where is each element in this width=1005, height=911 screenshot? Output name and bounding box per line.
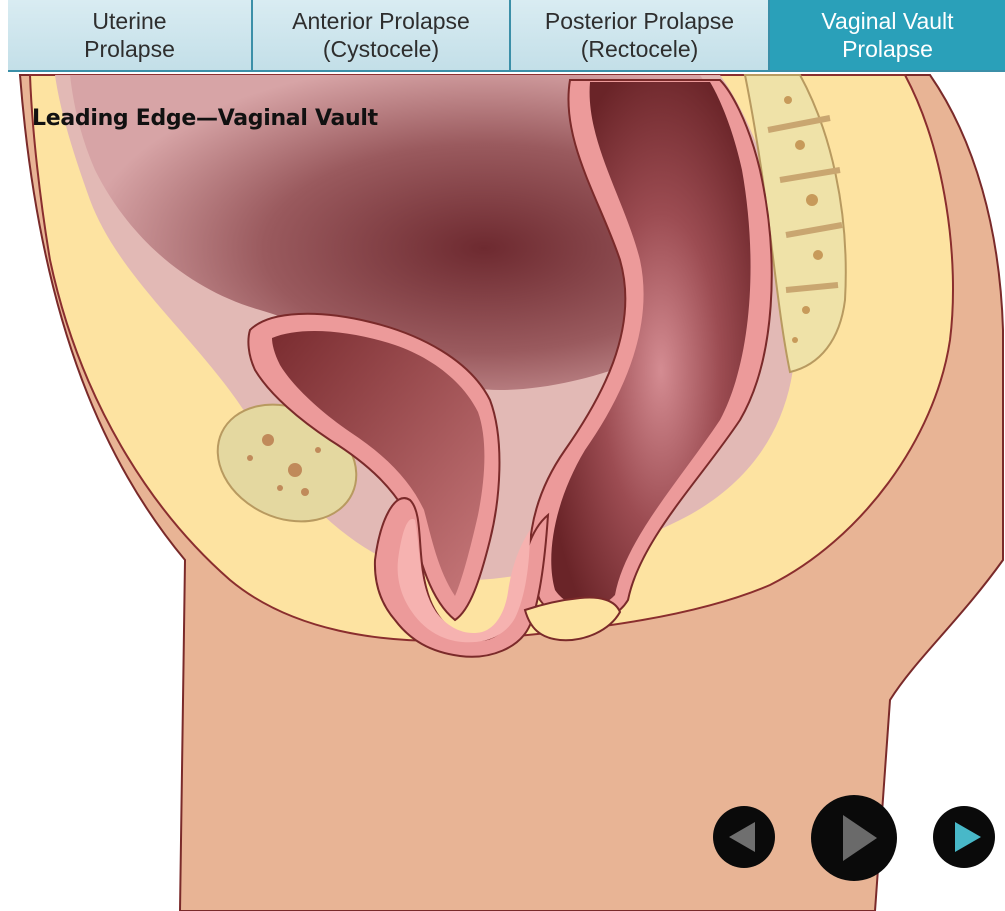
play-icon <box>811 795 897 881</box>
triangle-right-icon <box>933 806 995 868</box>
tab-posterior-prolapse[interactable]: Posterior Prolapse (Rectocele) <box>511 0 770 72</box>
illustration-caption: Leading Edge—Vaginal Vault <box>32 106 378 131</box>
previous-button[interactable] <box>713 806 775 868</box>
tab-anterior-prolapse[interactable]: Anterior Prolapse (Cystocele) <box>253 0 511 72</box>
play-button[interactable] <box>811 795 897 881</box>
tab-uterine-prolapse[interactable]: Uterine Prolapse <box>8 0 253 72</box>
tab-vaginal-vault-prolapse[interactable]: Vaginal Vault Prolapse <box>770 0 1005 72</box>
next-button[interactable] <box>933 806 995 868</box>
prolapse-type-tabs: Uterine Prolapse Anterior Prolapse (Cyst… <box>8 0 1005 74</box>
triangle-left-icon <box>713 806 775 868</box>
